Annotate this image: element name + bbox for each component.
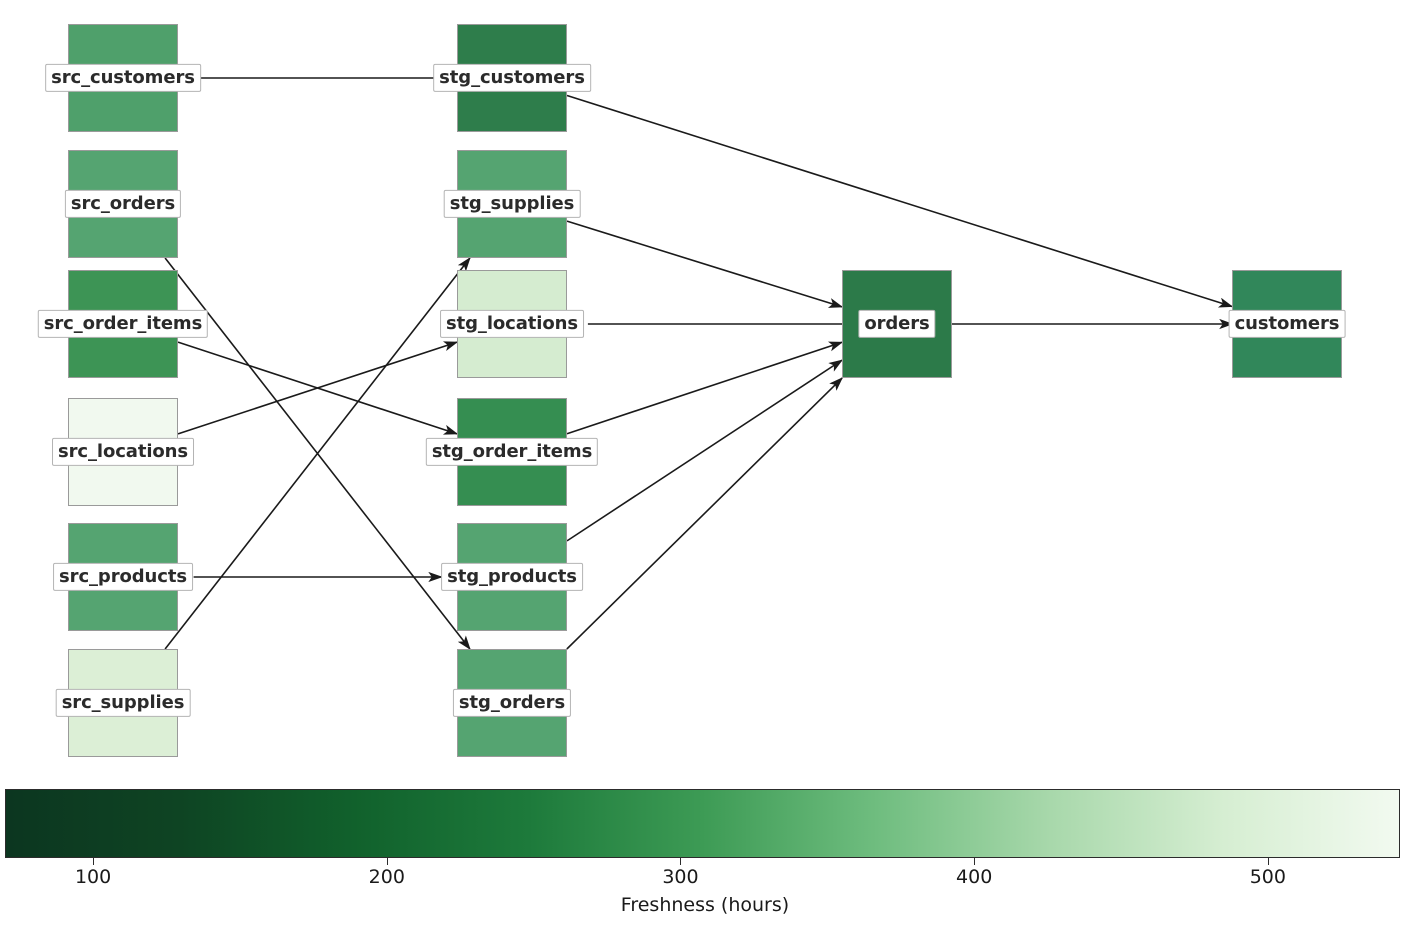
edge-layer	[164, 77, 1234, 651]
colorbar-tick-label-500: 500	[1249, 866, 1286, 888]
colorbar-gradient	[5, 789, 1400, 858]
edge-stg_order_items-to-orders	[566, 341, 844, 435]
node-label-stg_products[interactable]: stg_products	[441, 562, 583, 592]
node-label-stg_customers[interactable]: stg_customers	[433, 63, 591, 93]
colorbar-tick-label-100: 100	[74, 866, 112, 888]
node-label-src_products[interactable]: src_products	[53, 562, 193, 592]
node-label-customers[interactable]: customers	[1228, 309, 1346, 339]
node-label-stg_locations[interactable]: stg_locations	[440, 309, 584, 339]
node-label-stg_order_items[interactable]: stg_order_items	[425, 437, 599, 467]
edge-stg_products-to-orders	[566, 359, 844, 542]
edges	[164, 77, 1234, 651]
edge-stg_supplies-to-orders	[566, 220, 844, 308]
node-label-stg_orders[interactable]: stg_orders	[452, 688, 572, 718]
node-label-src_orders[interactable]: src_orders	[64, 189, 182, 219]
node-label-src_locations[interactable]: src_locations	[52, 437, 194, 467]
node-label-stg_supplies[interactable]: stg_supplies	[443, 189, 581, 219]
node-label-src_customers[interactable]: src_customers	[45, 63, 201, 93]
colorbar-tick-300	[680, 858, 682, 865]
edge-stg_orders-to-orders	[566, 377, 844, 650]
colorbar-tick-label-200: 200	[368, 866, 405, 888]
colorbar-tick-500	[1267, 858, 1269, 865]
colorbar-axis-label: Freshness (hours)	[620, 894, 790, 916]
colorbar-tick-100	[93, 858, 95, 865]
colorbar-tick-label-300: 300	[662, 866, 699, 888]
colorbar-tick-400	[974, 858, 976, 865]
edge-src_supplies-to-stg_supplies	[164, 256, 471, 650]
node-label-src_order_items[interactable]: src_order_items	[37, 309, 209, 339]
colorbar-tick-label-400: 400	[956, 866, 993, 888]
edge-src_order_items-to-stg_order_items	[177, 341, 459, 435]
colorbar-region: 100 200 300 400 500 Freshness (hours)	[0, 780, 1410, 926]
node-label-orders[interactable]: orders	[858, 309, 936, 339]
node-label-src_supplies[interactable]: src_supplies	[55, 688, 191, 718]
edge-src_orders-to-stg_orders	[164, 257, 471, 651]
edge-src_locations-to-stg_locations	[177, 341, 459, 435]
colorbar-tick-200	[386, 858, 388, 865]
